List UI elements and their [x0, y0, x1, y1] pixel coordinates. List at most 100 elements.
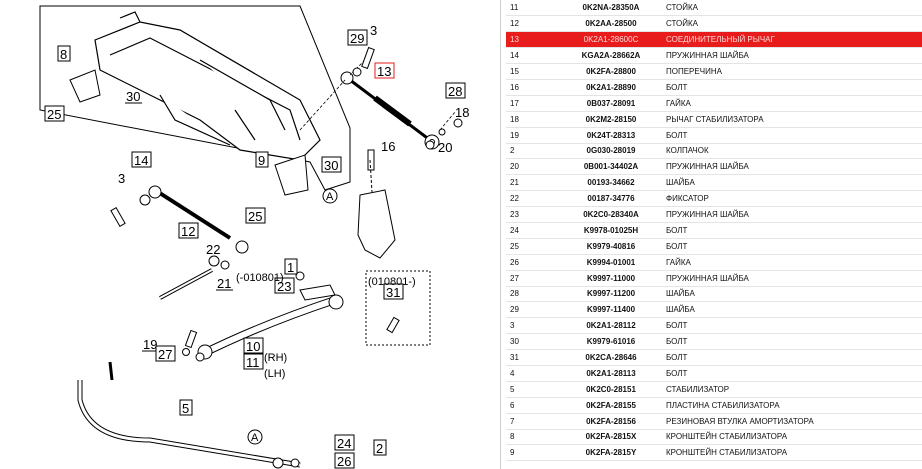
callout-c20[interactable]: 20 [438, 140, 452, 155]
part-name: ГАЙКА [662, 95, 922, 112]
part-code: 0B001-34402A [560, 158, 662, 176]
callout-cA1[interactable]: A [322, 188, 338, 204]
callout-c30b[interactable]: 30 [321, 156, 342, 173]
callout-c12[interactable]: 12 [178, 222, 199, 239]
part-name: БОЛТ [662, 349, 922, 366]
part-number: 8 [506, 429, 560, 446]
callout-c9[interactable]: 9 [255, 151, 269, 168]
callout-c27[interactable]: 27 [155, 345, 176, 362]
inset-31 [365, 270, 431, 346]
callout-c14[interactable]: 14 [131, 151, 152, 168]
callout-c25a[interactable]: 25 [44, 105, 65, 122]
part-number: 17 [506, 95, 560, 112]
callout-c2[interactable]: 2 [373, 439, 387, 456]
lateral-link-12[interactable] [139, 185, 249, 254]
part-code: K9997-11000 [560, 270, 662, 287]
callout-c11[interactable]: 11 [243, 353, 264, 370]
callout-c21[interactable]: 21 [216, 276, 233, 291]
callout-c29[interactable]: 29 [347, 29, 368, 46]
part-name: СОЕДИНИТЕЛЬНЫЙ РЫЧАГ [662, 31, 922, 49]
callout-label: 8 [60, 47, 67, 62]
diagram-text-rh: (RH) [264, 352, 287, 364]
part-code: 0K2NA-28350A [560, 0, 662, 17]
callout-label: A [326, 191, 334, 203]
part-number: 9 [506, 444, 560, 462]
part-code: K9979-61016 [560, 333, 662, 351]
part-number: 23 [506, 206, 560, 223]
callout-c3a[interactable]: 3 [370, 23, 377, 38]
callout-c1[interactable]: 1 [284, 258, 298, 275]
callout-c22[interactable]: 22 [206, 242, 220, 257]
stabilizer-5[interactable] [77, 361, 301, 468]
callout-c25b[interactable]: 25 [245, 207, 266, 224]
callout-c24[interactable]: 24 [334, 434, 355, 451]
callout-label: 29 [350, 31, 364, 46]
callout-c5[interactable]: 5 [179, 399, 193, 416]
callout-label: 12 [181, 224, 195, 239]
part-name: СТОЙКА [662, 15, 922, 33]
part-code: K9994-01001 [560, 254, 662, 271]
bracket-9[interactable] [274, 154, 309, 196]
part-code: 0G030-28019 [560, 143, 662, 160]
callout-c26[interactable]: 26 [334, 452, 355, 469]
bracket-8[interactable] [69, 69, 101, 103]
part-number: 6 [506, 397, 560, 414]
part-name: ФИКСАТОР [662, 190, 922, 208]
callout-c28[interactable]: 28 [445, 82, 466, 99]
part-name: ПРУЖИННАЯ ШАЙБА [662, 206, 922, 223]
callout-c18[interactable]: 18 [455, 105, 469, 120]
callout-c31[interactable]: 31 [383, 283, 404, 300]
callout-c30a[interactable]: 30 [125, 89, 142, 104]
part-number: 26 [506, 254, 560, 271]
part-code: 0B037-28091 [560, 95, 662, 112]
part-name: РЕЗИНОВАЯ ВТУЛКА АМОРТИЗАТОРА [662, 413, 922, 430]
part-name: БОЛТ [662, 222, 922, 239]
part-name: ГАЙКА [662, 254, 922, 271]
part-number: 29 [506, 301, 560, 319]
trailing-arm-10-11[interactable] [197, 284, 344, 360]
callout-c3b[interactable]: 3 [118, 171, 125, 186]
callout-label: 24 [337, 436, 351, 451]
callout-c13[interactable]: 13 [374, 62, 395, 79]
callout-c10[interactable]: 10 [243, 337, 264, 354]
callout-c8[interactable]: 8 [57, 45, 71, 62]
crossmember[interactable] [94, 11, 321, 161]
callout-cA2[interactable]: A [247, 429, 263, 445]
knuckle[interactable] [357, 189, 396, 259]
callout-c16[interactable]: 16 [381, 139, 395, 154]
link-13[interactable] [340, 71, 440, 150]
callout-label: 27 [158, 347, 172, 362]
part-code: 0K2M2-28150 [560, 111, 662, 128]
callout-c23[interactable]: 23 [274, 277, 295, 294]
